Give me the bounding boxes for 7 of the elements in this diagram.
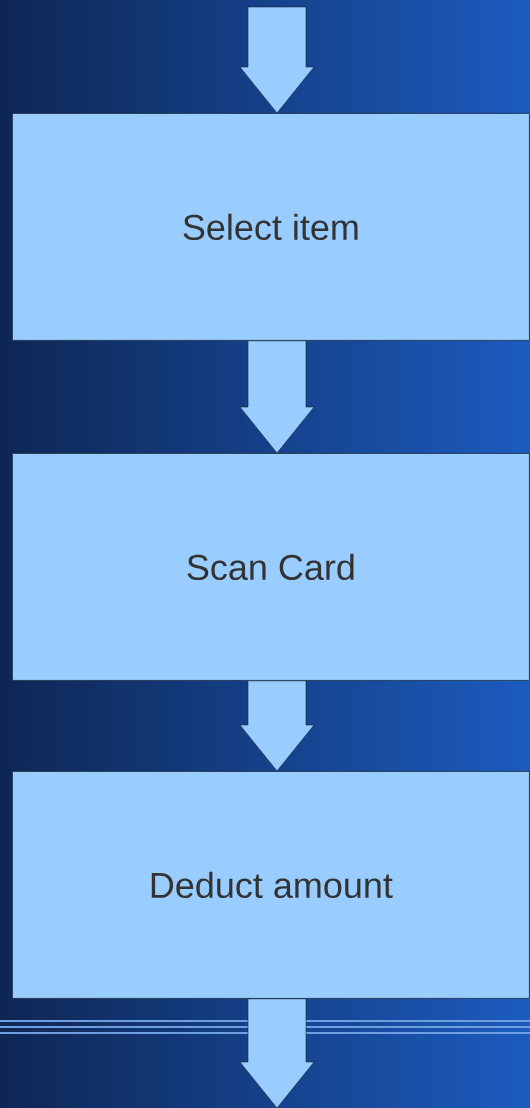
block-arrow — [239, 6, 315, 114]
process-box: Scan Card — [12, 453, 530, 681]
process-box: Deduct amount — [12, 771, 530, 999]
block-arrow — [239, 340, 315, 454]
block-arrow — [239, 998, 315, 1108]
process-box: Select item — [12, 113, 530, 341]
block-arrow — [239, 680, 315, 772]
